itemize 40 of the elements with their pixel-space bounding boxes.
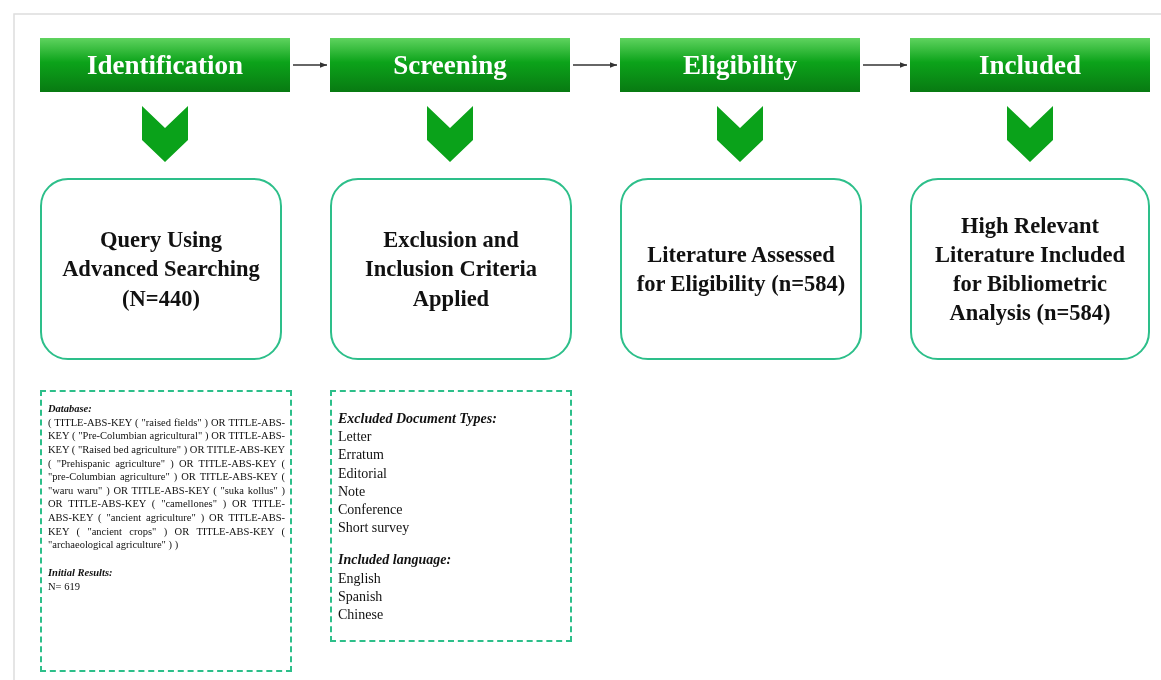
note-text: Short survey	[338, 519, 411, 538]
process-box	[330, 178, 572, 360]
note-text: ( TITLE-ABS-KEY ( "raised fields" ) OR TITLE-ABS-KEY ( "Pre-Columbian agricultural" ) OR TITLE-ABS-KEY ( "Raised bed agriculture" ) OR TITLE-ABS-KEY ( "Prehispanic agriculture" ) OR TITLE-ABS-KEY ( "pre-Columbian agriculture" ) OR TITLE-ABS-KEY ( "waru waru" ) OR TITLE-ABS-KEY ( "suka kollus" ) OR TITLE-ABS-KEY ( "camellones" ) OR TITLE-ABS-KEY ( "ancient agriculture" ) OR TITLE-ABS-KEY ( "ancient crops" ) OR TITLE-ABS-KEY ( "archaeological agriculture" ) )	[48, 415, 285, 553]
chevron-arrow	[717, 106, 763, 162]
arrow	[292, 62, 328, 68]
stage-header	[330, 38, 570, 92]
box-text: Query Using Advanced Searching (N=440)	[61, 226, 261, 313]
process-box	[40, 178, 282, 360]
box-text: High Relevant Literature Included for Bibliometric Analysis (n=584)	[933, 211, 1127, 328]
stage-title: Identification	[87, 49, 243, 81]
note-text: Letter	[338, 428, 373, 447]
chevron-arrow	[427, 106, 473, 162]
note-text: Chinese	[338, 605, 385, 624]
note-text: Erratum	[338, 446, 385, 465]
arrow	[572, 62, 618, 68]
stage-header	[910, 38, 1150, 92]
stage-title: Included	[978, 49, 1081, 81]
box-text: Exclusion and Inclusion Criteria Applied	[364, 226, 538, 313]
note-heading: Included language:	[338, 551, 453, 570]
chevron-arrow	[142, 106, 188, 162]
stage-header	[40, 38, 290, 92]
note-text: Conference	[338, 500, 404, 519]
note-text: Spanish	[338, 587, 384, 606]
note-heading: Excluded Document Types:	[338, 410, 498, 428]
note-text: Editorial	[338, 464, 388, 483]
note-heading: Database:	[48, 402, 93, 416]
process-box	[910, 178, 1150, 360]
note-heading: Initial Results:	[48, 566, 114, 580]
arrow	[862, 62, 908, 68]
note-box	[40, 390, 292, 672]
note-text: Note	[338, 482, 367, 501]
box-text: Literature Assessed for Eligibility (n=584)	[636, 240, 846, 298]
process-box	[620, 178, 862, 360]
note-text: N= 619	[48, 579, 81, 594]
chevron-arrow	[1007, 106, 1053, 162]
stage-header	[620, 38, 860, 92]
stage-title: Eligibility	[683, 49, 797, 81]
stage-title: Screening	[393, 49, 507, 81]
note-text: English	[338, 569, 382, 588]
note-box	[330, 390, 572, 642]
